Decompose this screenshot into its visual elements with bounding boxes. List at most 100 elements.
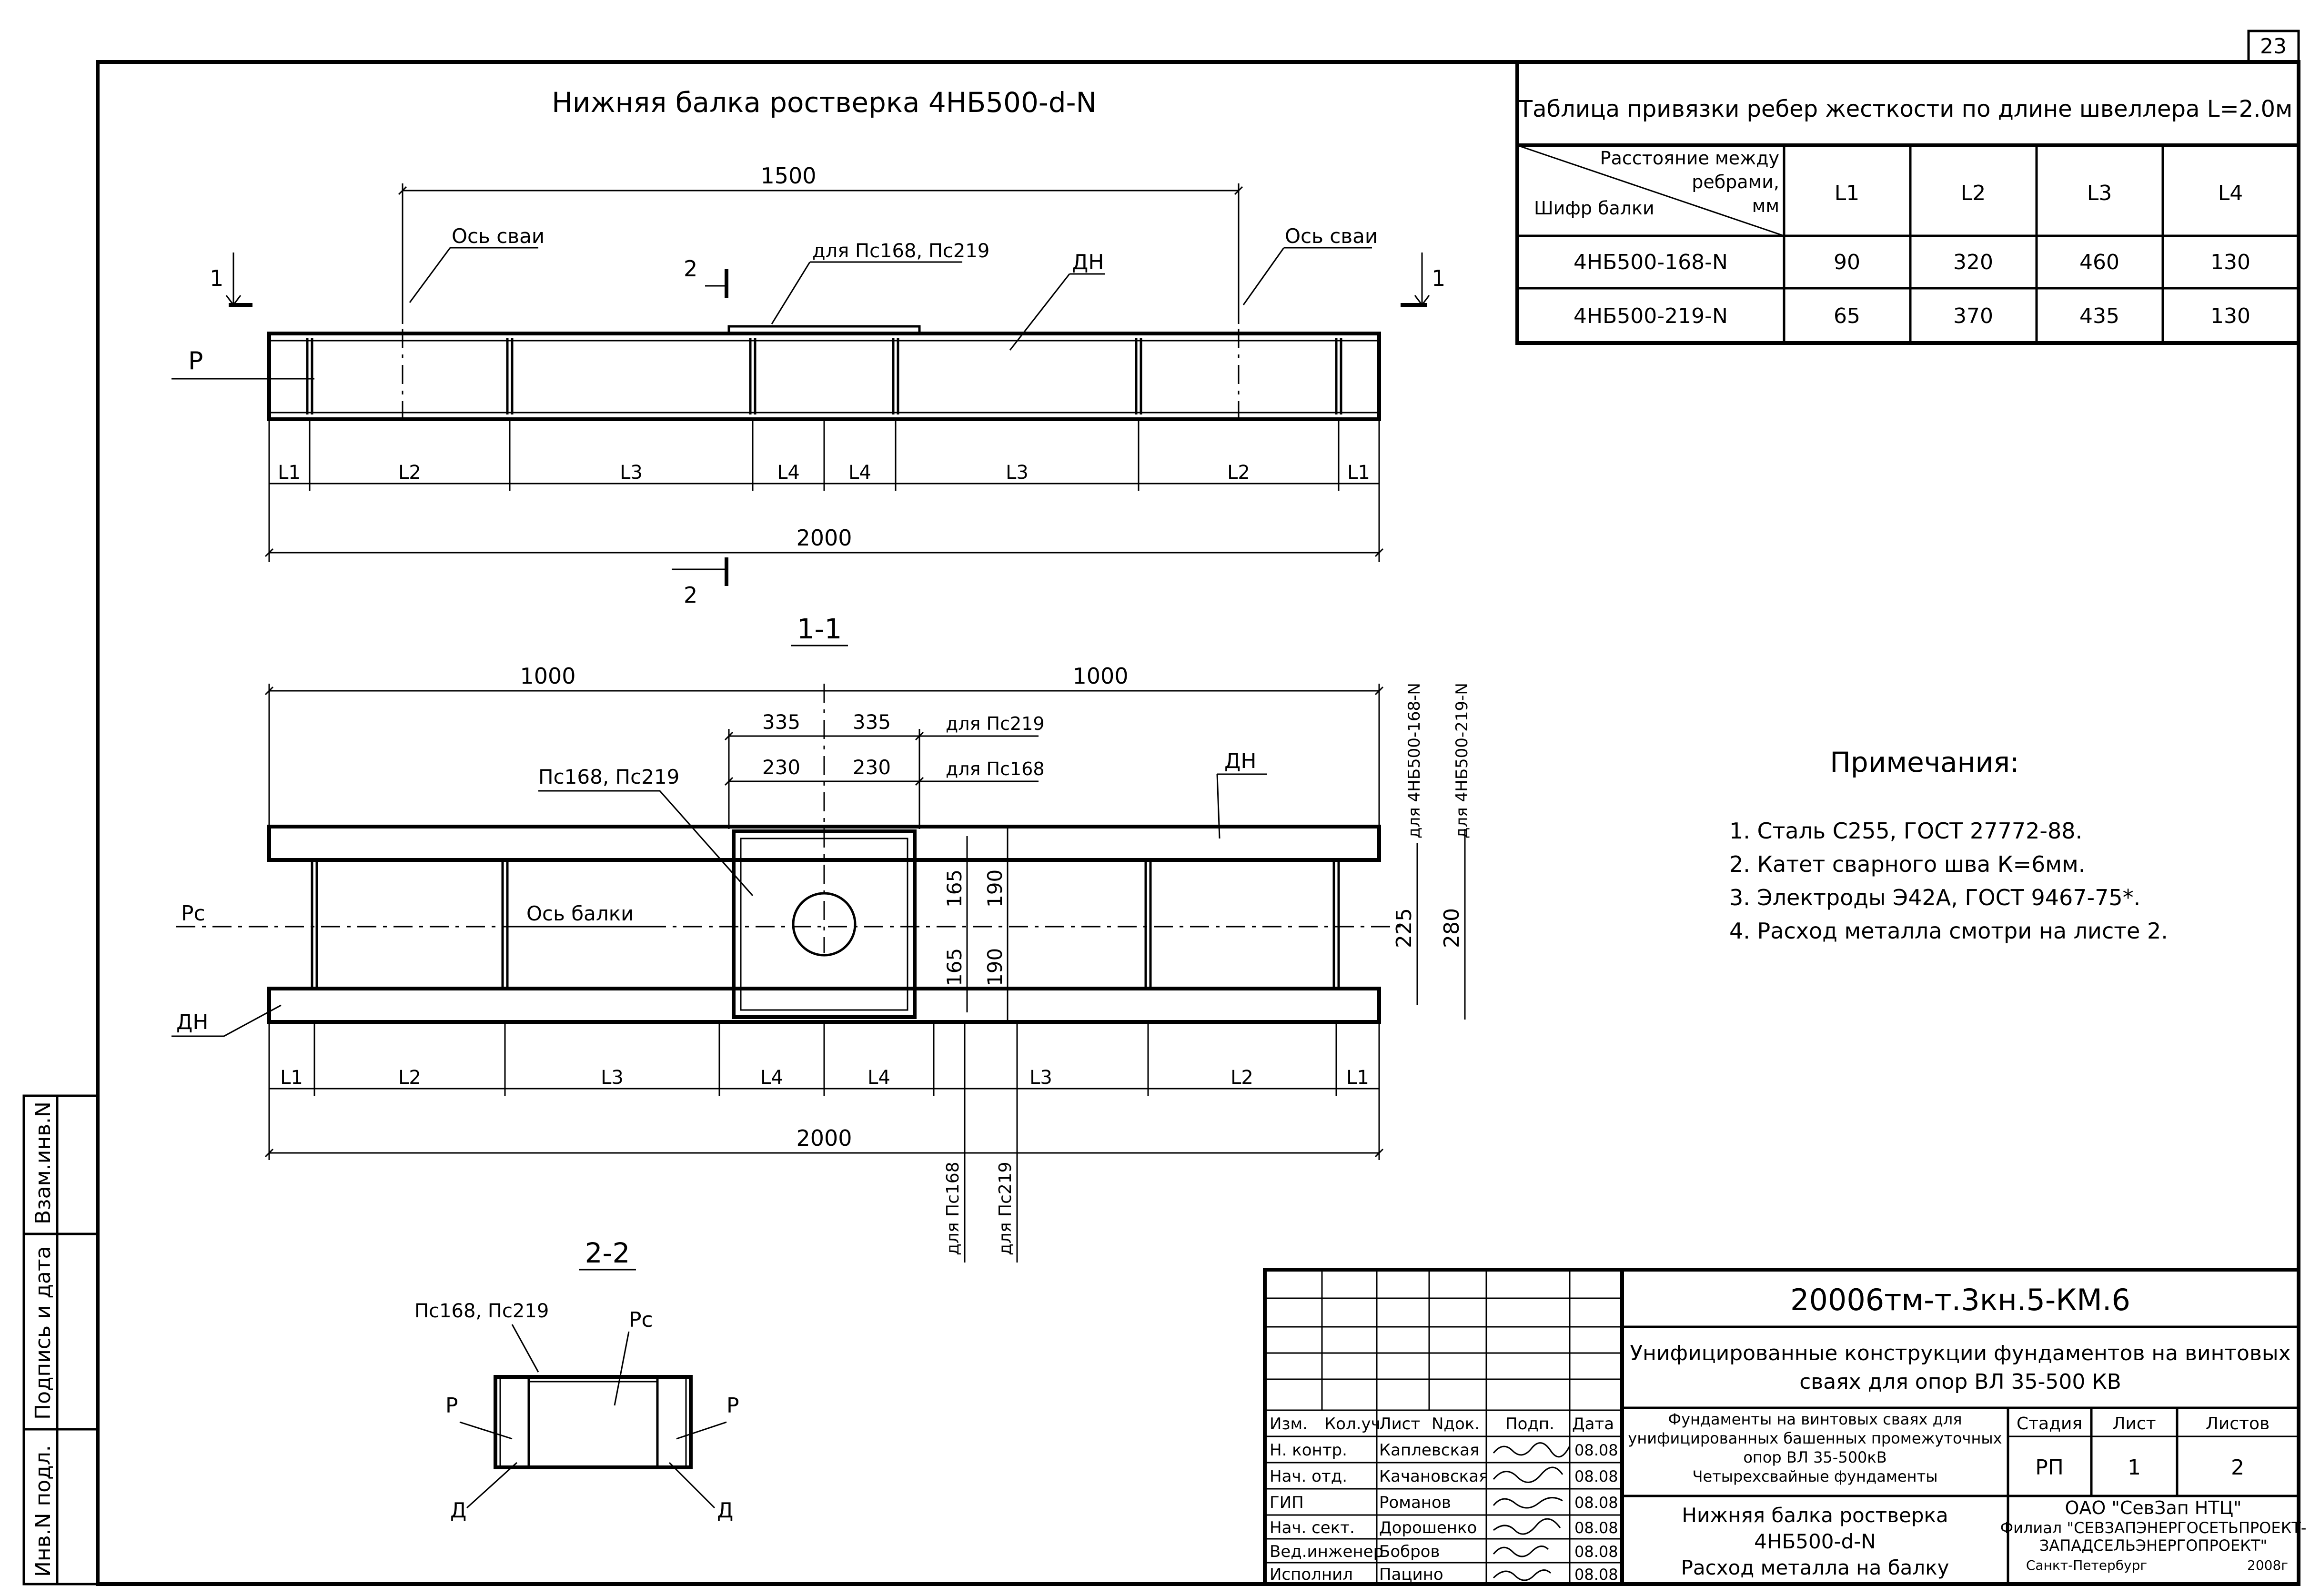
dim-190-bot: 190: [983, 948, 1007, 986]
plan-seg-2: L3: [620, 462, 643, 484]
below-219: для Пс219: [996, 1162, 1015, 1255]
dim-280: 280: [1440, 908, 1464, 948]
sheets-value: 2: [2231, 1455, 2244, 1480]
stamp-signature-date: Подпись и дата: [31, 1246, 55, 1420]
plan-force-p: P: [188, 347, 203, 375]
pile-axis-right: Ось сваи: [1285, 224, 1378, 248]
dim-335-a: 335: [762, 710, 800, 734]
s2-p-right: Р: [726, 1394, 739, 1418]
col-kol: Кол.уч: [1324, 1414, 1381, 1434]
s1-seg-6: L2: [1231, 1067, 1253, 1089]
project-line-2: сваях для опор ВЛ 35-500 КВ: [1799, 1370, 2121, 1394]
th-l1: L1: [1835, 181, 1860, 205]
signer2-date: 08.08: [1574, 1494, 1618, 1512]
signer4-date: 08.08: [1574, 1543, 1618, 1561]
plan-section-2-top: 2: [684, 256, 697, 282]
pile-axis-left: Ось сваи: [452, 224, 545, 248]
dim-190-top: 190: [983, 869, 1007, 908]
dim-225: 225: [1392, 908, 1416, 948]
vert-note-219: для 4НБ500-219-N: [1453, 683, 1472, 838]
below-168: для Пс168: [943, 1162, 963, 1255]
plan-section-1-right: 1: [1432, 265, 1445, 291]
axis-label: Ось балки: [526, 902, 634, 925]
stage-value: РП: [2035, 1455, 2064, 1480]
note-1: 1. Сталь С255, ГОСТ 27772-88.: [1729, 818, 2082, 844]
signer1-role: Нач. отд.: [1270, 1467, 1347, 1486]
note-3: 3. Электроды Э42А, ГОСТ 9467-75*.: [1729, 885, 2140, 910]
row0-v3: 130: [2210, 250, 2250, 274]
sheet-label: Лист: [2112, 1414, 2156, 1434]
signer0-date: 08.08: [1574, 1441, 1618, 1459]
project-line-1: Унифицированные конструкции фундаментов …: [1630, 1341, 2290, 1365]
s2-pc-label: Пс168, Пс219: [414, 1300, 549, 1322]
signer4-role: Вед.инженер: [1270, 1542, 1383, 1561]
vert-note-168: для 4НБ500-168-N: [1405, 683, 1424, 838]
s2-d-right: Д: [717, 1498, 733, 1523]
s1-seg-3: L4: [760, 1067, 783, 1089]
corner-top: Расстояние между: [1600, 148, 1779, 169]
col-data: Дата: [1572, 1414, 1614, 1434]
plan-beam-label: ДН: [1072, 250, 1104, 274]
plan-seg-3: L4: [777, 462, 800, 484]
sheet-title-1: Нижняя балка ростверка: [1682, 1504, 1948, 1527]
plan-seg-5: L3: [1006, 462, 1029, 484]
section-2-2-title: 2-2: [585, 1237, 630, 1269]
signer1-date: 08.08: [1574, 1467, 1618, 1485]
signer0-role: Н. контр.: [1270, 1441, 1347, 1460]
plan-section-2-bottom: 2: [684, 582, 697, 608]
sheet-title-3: Расход металла на балку: [1681, 1556, 1949, 1579]
plan-dim-total: 2000: [796, 525, 852, 551]
stage-label: Стадия: [2017, 1414, 2082, 1434]
sheet-value: 1: [2128, 1455, 2141, 1480]
pc-force-label: Рс: [181, 901, 205, 926]
plan-seg-6: L2: [1227, 462, 1250, 484]
row1-v1: 370: [1953, 304, 1993, 328]
org-3: ЗАПАДСЕЛЬЭНЕРГОПРОЕКТ": [2039, 1536, 2267, 1555]
org-5: 2008г: [2247, 1557, 2288, 1573]
table-caption: Таблица привязки ребер жесткости по длин…: [1518, 96, 2292, 122]
org-4: Санкт-Петербург: [2026, 1557, 2147, 1573]
note-2: 2. Катет сварного шва К=6мм.: [1729, 851, 2085, 877]
dim-230-a: 230: [762, 756, 800, 779]
sheet-title-2: 4НБ500-d-N: [1754, 1530, 1876, 1553]
s1-seg-4: L4: [868, 1067, 890, 1089]
dn-label-top: ДН: [1224, 749, 1256, 773]
drawing-title: Нижняя балка ростверка 4НБ500-d-N: [552, 86, 1097, 119]
title-block: Изм. Кол.уч Лист Nдок. Подп. Дата Н. кон…: [1263, 1268, 2306, 1586]
s2-pc-force: Рс: [629, 1308, 653, 1332]
section-1-1-title: 1-1: [797, 613, 842, 645]
signer4-name: Бобров: [1379, 1542, 1440, 1561]
plan-section-1-left: 1: [210, 265, 223, 291]
corner-unit: мм: [1752, 195, 1779, 216]
plan-seg-4: L4: [848, 462, 871, 484]
dim-165-top: 165: [943, 869, 966, 908]
dim-1000-left: 1000: [520, 663, 575, 689]
dim-335-b: 335: [853, 710, 891, 734]
note-pc219: для Пс219: [946, 713, 1045, 734]
s1-seg-1: L2: [398, 1067, 421, 1089]
org-1: ОАО "СевЗап НТЦ": [2065, 1497, 2241, 1518]
corner-mid: ребрами,: [1692, 172, 1779, 192]
dim-165-bot: 165: [943, 948, 966, 986]
s1-seg-0: L1: [280, 1067, 303, 1089]
row0-name: 4НБ500-168-N: [1574, 250, 1728, 274]
dim-1000-right: 1000: [1072, 663, 1128, 689]
signer3-role: Нач. сект.: [1270, 1518, 1355, 1537]
row1-name: 4НБ500-219-N: [1574, 304, 1728, 328]
plan-pc-note: для Пс168, Пс219: [812, 240, 989, 262]
signer0-name: Каплевская: [1379, 1441, 1479, 1460]
s2-d-left: Д: [450, 1498, 466, 1523]
row0-v0: 90: [1834, 250, 1860, 274]
th-l3: L3: [2087, 181, 2112, 205]
section-1-1: 1-1 1000 1000 335 335 для Пс219 230 230 …: [171, 613, 1472, 1263]
signer5-name: Пацино: [1379, 1565, 1443, 1584]
signer5-date: 08.08: [1574, 1566, 1618, 1584]
corner-bottom: Шифр балки: [1534, 198, 1654, 219]
dim-230-b: 230: [853, 756, 891, 779]
signer1-name: Качановская: [1379, 1467, 1488, 1486]
side-stamp: Инв.N подл. Подпись и дата Взам.инв.N: [22, 1094, 99, 1586]
doc-code: 20006тм-т.3кн.5-КМ.6: [1790, 1283, 2130, 1317]
section-2-2: 2-2 Пс168, Пс219 Рс Р Р Д Д: [414, 1237, 739, 1523]
col-podp: Подп.: [1505, 1414, 1554, 1434]
